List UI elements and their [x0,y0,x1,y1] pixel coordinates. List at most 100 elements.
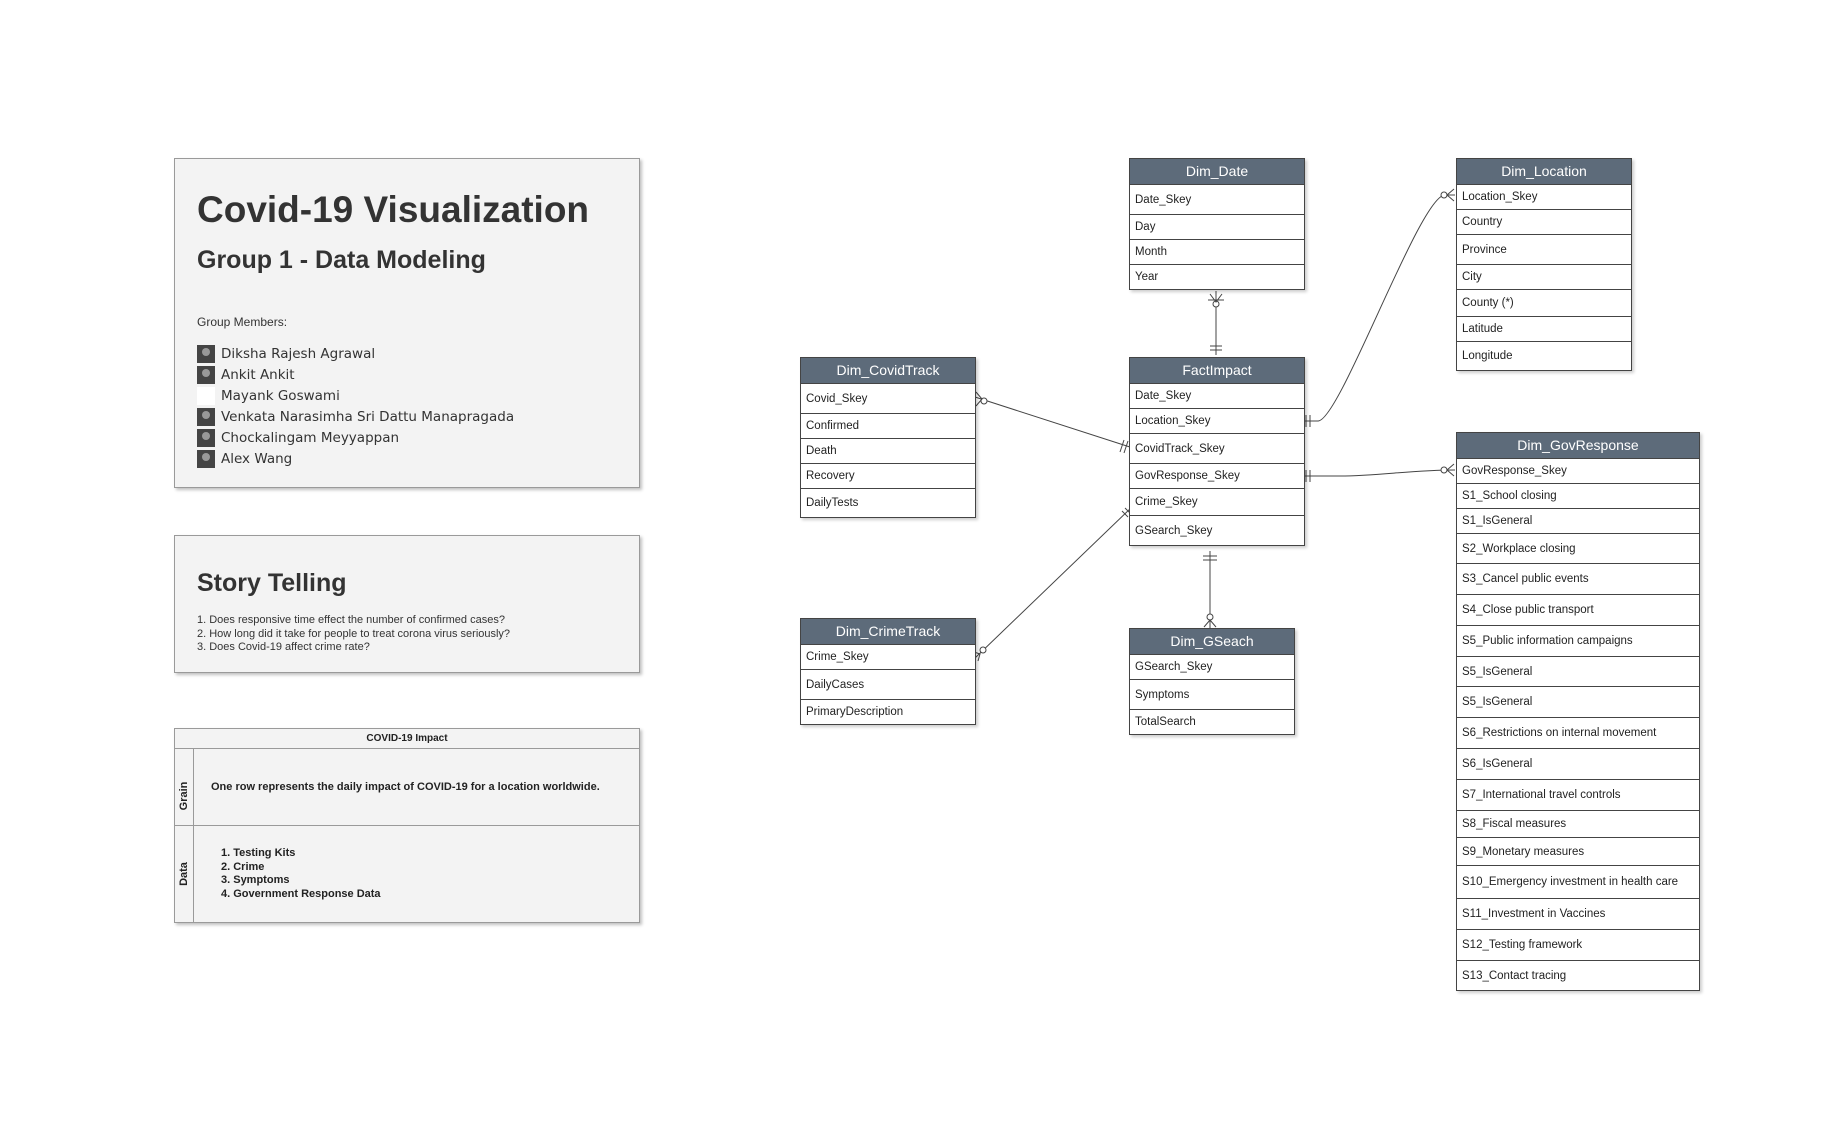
entity-field: Longitude [1457,341,1631,370]
story-card: Story Telling 1. Does responsive time ef… [174,535,640,673]
entity-field: City [1457,264,1631,289]
entity-field: S12_Testing framework [1457,929,1699,960]
entity-field: S7_International travel controls [1457,779,1699,810]
member-name: Diksha Rajesh Agrawal [221,345,376,362]
avatar-photo [197,449,215,468]
member-item: Chockalingam Meyyappan [197,427,514,448]
entity-field: PrimaryDescription [801,699,975,724]
entity-dim-crimetrack[interactable]: Dim_CrimeTrack Crime_Skey DailyCases Pri… [800,618,976,725]
question-item: 2. How long did it take for people to tr… [197,627,511,640]
entity-field: Covid_Skey [801,383,975,413]
impact-card: COVID-19 Impact Grain Data One row repre… [174,728,640,923]
members-label: Group Members: [197,315,288,329]
overview-card: Covid-19 Visualization Group 1 - Data Mo… [174,158,640,488]
avatar-photo [197,365,215,384]
diagram-title: Covid-19 Visualization [197,189,590,230]
entity-header: FactImpact [1130,358,1304,383]
entity-field: S5_IsGeneral [1457,656,1699,686]
entity-field: Year [1130,264,1304,289]
entity-field: GovResponse_Skey [1457,458,1699,483]
entity-header: Dim_Location [1457,159,1631,184]
entity-field: S11_Investment in Vaccines [1457,898,1699,929]
entity-field: S5_Public information campaigns [1457,625,1699,656]
entity-field: Death [801,438,975,463]
question-item: 1. Does responsive time effect the numbe… [197,614,505,626]
avatar-photo [197,407,215,426]
entity-field: CovidTrack_Skey [1130,433,1304,463]
entity-field: Confirmed [801,413,975,438]
entity-field: S13_Contact tracing [1457,960,1699,990]
entity-dim-location[interactable]: Dim_Location Location_Skey Country Provi… [1456,158,1632,371]
rel-location-fact [1300,194,1455,422]
question-item: 3. Does Covid-19 affect crime rate? [197,641,370,653]
entity-field: S4_Close public transport [1457,594,1699,625]
entity-field: S8_Fiscal measures [1457,810,1699,837]
entity-field: GSearch_Skey [1130,515,1304,545]
member-item: Diksha Rajesh Agrawal [197,343,514,364]
member-item: Venkata Narasimha Sri Dattu Manapragada [197,406,514,427]
member-name: Alex Wang [221,450,293,467]
entity-field: S1_IsGeneral [1457,508,1699,533]
entity-field: Symptoms [1130,679,1294,709]
entity-field: S2_Workplace closing [1457,533,1699,563]
rel-crime-fact [974,505,1134,659]
member-name: Chockalingam Meyyappan [221,429,400,446]
entity-field: S6_Restrictions on internal movement [1457,717,1699,748]
entity-dim-covidtrack[interactable]: Dim_CovidTrack Covid_Skey Confirmed Deat… [800,357,976,518]
entity-field: Day [1130,214,1304,239]
entity-header: Dim_Date [1130,159,1304,184]
data-item: 3. Symptoms [221,874,290,886]
entity-dim-gsearch[interactable]: Dim_GSeach GSearch_Skey Symptoms TotalSe… [1129,628,1295,735]
entity-field: S9_Monetary measures [1457,837,1699,865]
entity-header: Dim_GSeach [1130,629,1294,654]
entity-dim-date[interactable]: Dim_Date Date_Skey Day Month Year [1129,158,1305,290]
entity-field: Country [1457,209,1631,234]
member-name: Ankit Ankit [221,366,295,383]
diagram-subtitle: Group 1 - Data Modeling [197,246,486,274]
entity-field: Recovery [801,463,975,488]
rel-gov-fact [1300,469,1456,477]
entity-field: Location_Skey [1457,184,1631,209]
data-lane: Data [175,826,194,922]
entity-header: Dim_GovResponse [1457,433,1699,458]
entity-field: S3_Cancel public events [1457,563,1699,594]
entity-header: Dim_CovidTrack [801,358,975,383]
entity-field: GSearch_Skey [1130,654,1294,679]
entity-field: TotalSearch [1130,709,1294,734]
data-item: 2. Crime [221,860,265,873]
data-item: 1. Testing Kits [221,847,296,859]
grain-text: One row represents the daily impact of C… [211,781,600,793]
rel-covid-fact [974,396,1134,449]
entity-field: DailyTests [801,488,975,517]
entity-field: Latitude [1457,316,1631,341]
entity-field: Date_Skey [1130,383,1304,408]
lane-divider [175,825,639,826]
entity-field: Crime_Skey [1130,488,1304,515]
data-item: 4. Government Response Data [221,887,381,900]
member-name: Mayank Goswami [221,387,340,404]
story-questions: 1. Does responsive time effect the numbe… [197,614,510,655]
entity-field: Date_Skey [1130,184,1304,214]
entity-field: S10_Emergency investment in health care [1457,865,1699,898]
story-title: Story Telling [197,569,347,597]
entity-field: S5_IsGeneral [1457,686,1699,717]
entity-field: Month [1130,239,1304,264]
member-name: Venkata Narasimha Sri Dattu Manapragada [221,408,515,425]
entity-factimpact[interactable]: FactImpact Date_Skey Location_Skey Covid… [1129,357,1305,546]
grain-lane: Grain [175,748,194,844]
member-item: Alex Wang [197,448,514,469]
entity-field: County (*) [1457,289,1631,316]
members-list: Diksha Rajesh Agrawal Ankit Ankit Mayank… [197,343,514,469]
entity-field: Crime_Skey [801,644,975,669]
entity-field: S1_School closing [1457,483,1699,508]
avatar-photo [197,428,215,447]
member-item: Ankit Ankit [197,364,514,385]
member-item: Mayank Goswami [197,385,514,406]
entity-dim-govresponse[interactable]: Dim_GovResponse GovResponse_Skey S1_Scho… [1456,432,1700,991]
entity-field: S6_IsGeneral [1457,748,1699,779]
impact-title: COVID-19 Impact [175,729,639,749]
avatar-placeholder [197,386,215,405]
entity-field: GovResponse_Skey [1130,463,1304,488]
entity-field: DailyCases [801,669,975,699]
entity-header: Dim_CrimeTrack [801,619,975,644]
